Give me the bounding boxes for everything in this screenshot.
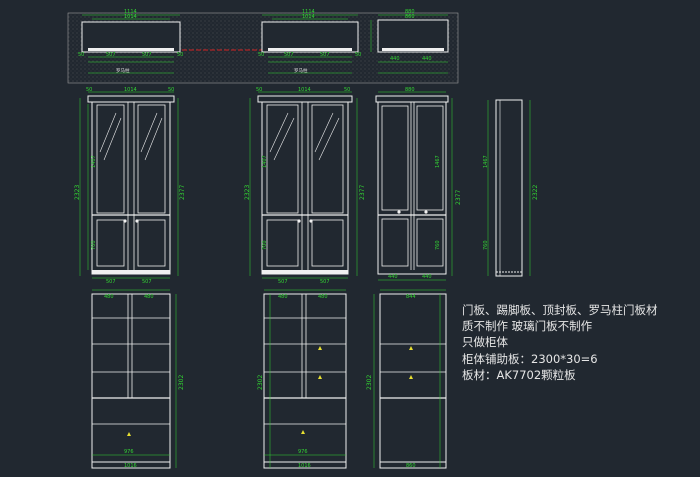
plan-view-3: 880 860 440 440 (370, 9, 449, 74)
int1-dim-height: 2302 (178, 375, 185, 390)
plan3-dim-left: 440 (390, 56, 400, 62)
int1-dim-inner: 976 (124, 449, 134, 455)
elev1-dim-lower: 700 (91, 240, 97, 250)
plan2-dim-width: 1114 (302, 9, 315, 15)
plan2-dim-inner: 1014 (302, 14, 315, 20)
elevation-2: 50 1014 50 2323 2377 1407 700 507 507 (244, 87, 366, 285)
plan1-dim-left-door: 507 (106, 52, 116, 58)
elev3-dim-width: 880 (405, 87, 415, 93)
interior-1: 480 480 2302 976 1016 (91, 289, 185, 469)
note-line-5: 板材：AK7702颗粒板 (462, 367, 576, 382)
elev1-dim-total: 2377 (179, 185, 186, 200)
elev3-dim-total: 2377 (455, 190, 462, 205)
elevation-4-side: 1467 760 2322 (483, 99, 539, 277)
plan1-caption: 罗马柱 (116, 67, 130, 74)
note-line-4: 柜体铺助板：2300*30=6 (462, 351, 598, 366)
elev4-dim-lower: 760 (483, 240, 489, 250)
elev3-dim-door-left: 440 (388, 274, 398, 280)
drawing-notes: 门板、踢脚板、顶封板、罗马柱门板材 质不制作 玻璃门板不制作 只做柜体 柜体铺助… (462, 302, 658, 383)
plan3-dim-width: 880 (405, 9, 415, 15)
plan3-dim-right: 440 (422, 56, 432, 62)
int1-dim-left: 480 (104, 294, 114, 300)
interior-views: 480 480 2302 976 1016 480 480 2302 (91, 289, 447, 469)
elev1-dim-right: 50 (168, 87, 174, 93)
int3-dim-height: 2302 (366, 375, 373, 390)
elev3-dim-door-right: 440 (422, 274, 432, 280)
elev2-dim-upper: 1407 (262, 155, 268, 168)
elev1-dim-upper: 1407 (91, 155, 97, 168)
plan1-dim-inner: 1014 (124, 14, 137, 20)
elev3-dim-upper: 1467 (435, 155, 441, 168)
elev1-dim-width: 1014 (124, 87, 137, 93)
elevation-3: 880 2377 1467 760 440 440 (375, 87, 462, 281)
elev4-dim-upper: 1467 (483, 155, 489, 168)
elev2-dim-door-left: 507 (278, 279, 288, 285)
note-line-1: 门板、踢脚板、顶封板、罗马柱门板材 (462, 303, 658, 317)
elev1-dim-door-left: 507 (106, 279, 116, 285)
plan-view-2: 1114 1014 50 50 507 507 罗马柱 (258, 9, 361, 74)
int3-dim-top: 844 (406, 294, 416, 300)
note-line-2: 质不制作 玻璃门板不制作 (462, 319, 593, 334)
elev1-dim-left: 50 (86, 87, 92, 93)
int1-dim-right: 480 (144, 294, 154, 300)
plan1-dim-width: 1114 (124, 9, 137, 15)
int2-dim-outer: 1016 (298, 463, 311, 469)
int1-dim-outer: 1016 (124, 463, 137, 469)
plan1-dim-right-post: 50 (177, 52, 183, 58)
plan1-dim-left-post: 50 (78, 52, 84, 58)
elev2-dim-total: 2377 (359, 185, 366, 200)
elev2-dim-right: 50 (344, 87, 350, 93)
interior-3: 844 2302 860 (366, 289, 447, 469)
plan2-dim-right-door: 507 (320, 52, 330, 58)
plan1-dim-right-door: 507 (142, 52, 152, 58)
elev3-dim-lower: 760 (435, 240, 441, 250)
elevations: 50 1014 50 2323 2377 1407 700 507 507 (74, 87, 539, 285)
int2-dim-left: 480 (278, 294, 288, 300)
elev1-dim-door-right: 507 (142, 279, 152, 285)
elev2-dim-width: 1014 (298, 87, 311, 93)
int2-dim-inner: 976 (298, 449, 308, 455)
plan2-dim-left-door: 507 (284, 52, 294, 58)
plan2-caption: 罗马柱 (294, 67, 308, 74)
int3-dim-bottom: 860 (406, 463, 416, 469)
elev2-dim-left: 50 (256, 87, 262, 93)
elev2-dim-door-right: 507 (320, 279, 330, 285)
interior-2: 480 480 2302 976 1016 (257, 289, 347, 469)
plan2-dim-left-post: 50 (258, 52, 264, 58)
elev2-dim-lower: 700 (262, 240, 268, 250)
elev1-dim-height: 2323 (74, 185, 81, 200)
elev4-dim-total: 2322 (532, 185, 539, 200)
plan2-dim-right-post: 50 (355, 52, 361, 58)
plan-view-1: 1114 1014 50 50 507 507 罗马柱 (78, 9, 183, 74)
plan-views: 1114 1014 50 50 507 507 罗马柱 1114 1014 50… (67, 9, 459, 84)
plan3-dim-inner: 860 (405, 14, 415, 20)
int2-dim-height: 2302 (257, 375, 264, 390)
int2-dim-right: 480 (318, 294, 328, 300)
elev2-dim-height: 2323 (244, 185, 251, 200)
elevation-1: 50 1014 50 2323 2377 1407 700 507 507 (74, 87, 186, 285)
note-line-3: 只做柜体 (462, 335, 508, 350)
